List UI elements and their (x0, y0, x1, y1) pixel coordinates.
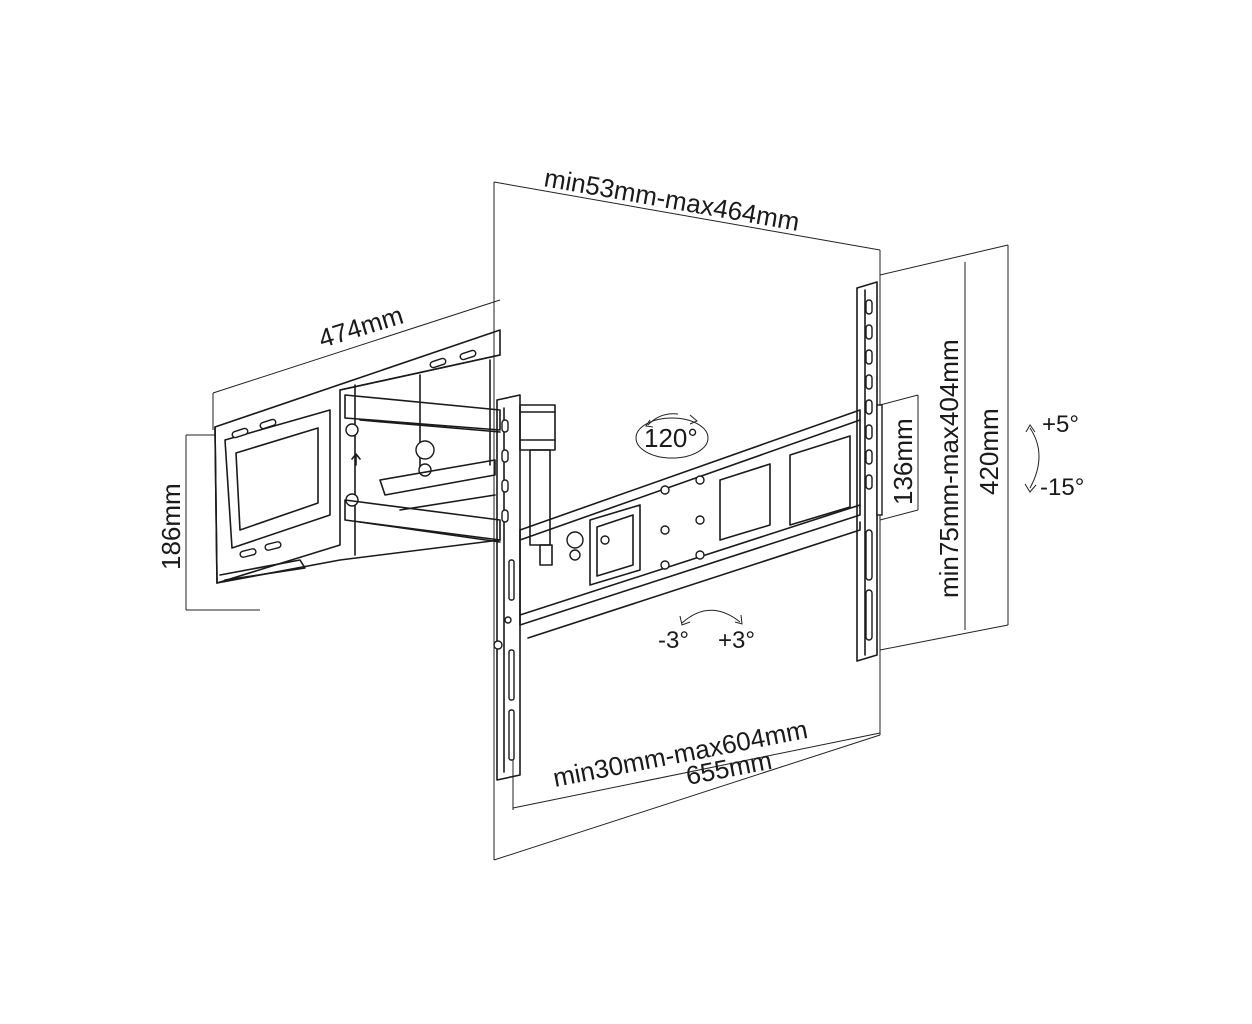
rotate-right-label: +3° (718, 627, 755, 654)
wall-plate (214, 329, 501, 584)
bracket-spacing-label: 136mm (888, 418, 918, 505)
right-vertical-bracket (856, 281, 883, 662)
articulating-arms (344, 394, 556, 566)
tilt-up-label: +5° (1042, 411, 1079, 438)
depth-label: min53mm-max464mm (542, 162, 802, 236)
wall-plate-height-label: 186mm (156, 483, 186, 570)
vesa-horizontal-label: min30mm-max604mm (550, 714, 810, 793)
rotation-indicator (679, 609, 743, 626)
wall-plate-width-label: 474mm (315, 300, 407, 354)
tilt-indicator (1024, 424, 1040, 493)
left-vertical-bracket (493, 394, 521, 781)
swivel-angle-label: 120° (644, 423, 698, 453)
rotate-left-label: -3° (658, 627, 689, 654)
swivel-indicator (635, 413, 709, 459)
horizontal-rail (519, 409, 861, 639)
overall-height-label: 420mm (974, 408, 1004, 495)
tilt-down-label: -15° (1040, 474, 1084, 501)
vesa-vertical-label: min75mm-max404mm (934, 339, 964, 598)
dimension-lines (185, 181, 1009, 861)
